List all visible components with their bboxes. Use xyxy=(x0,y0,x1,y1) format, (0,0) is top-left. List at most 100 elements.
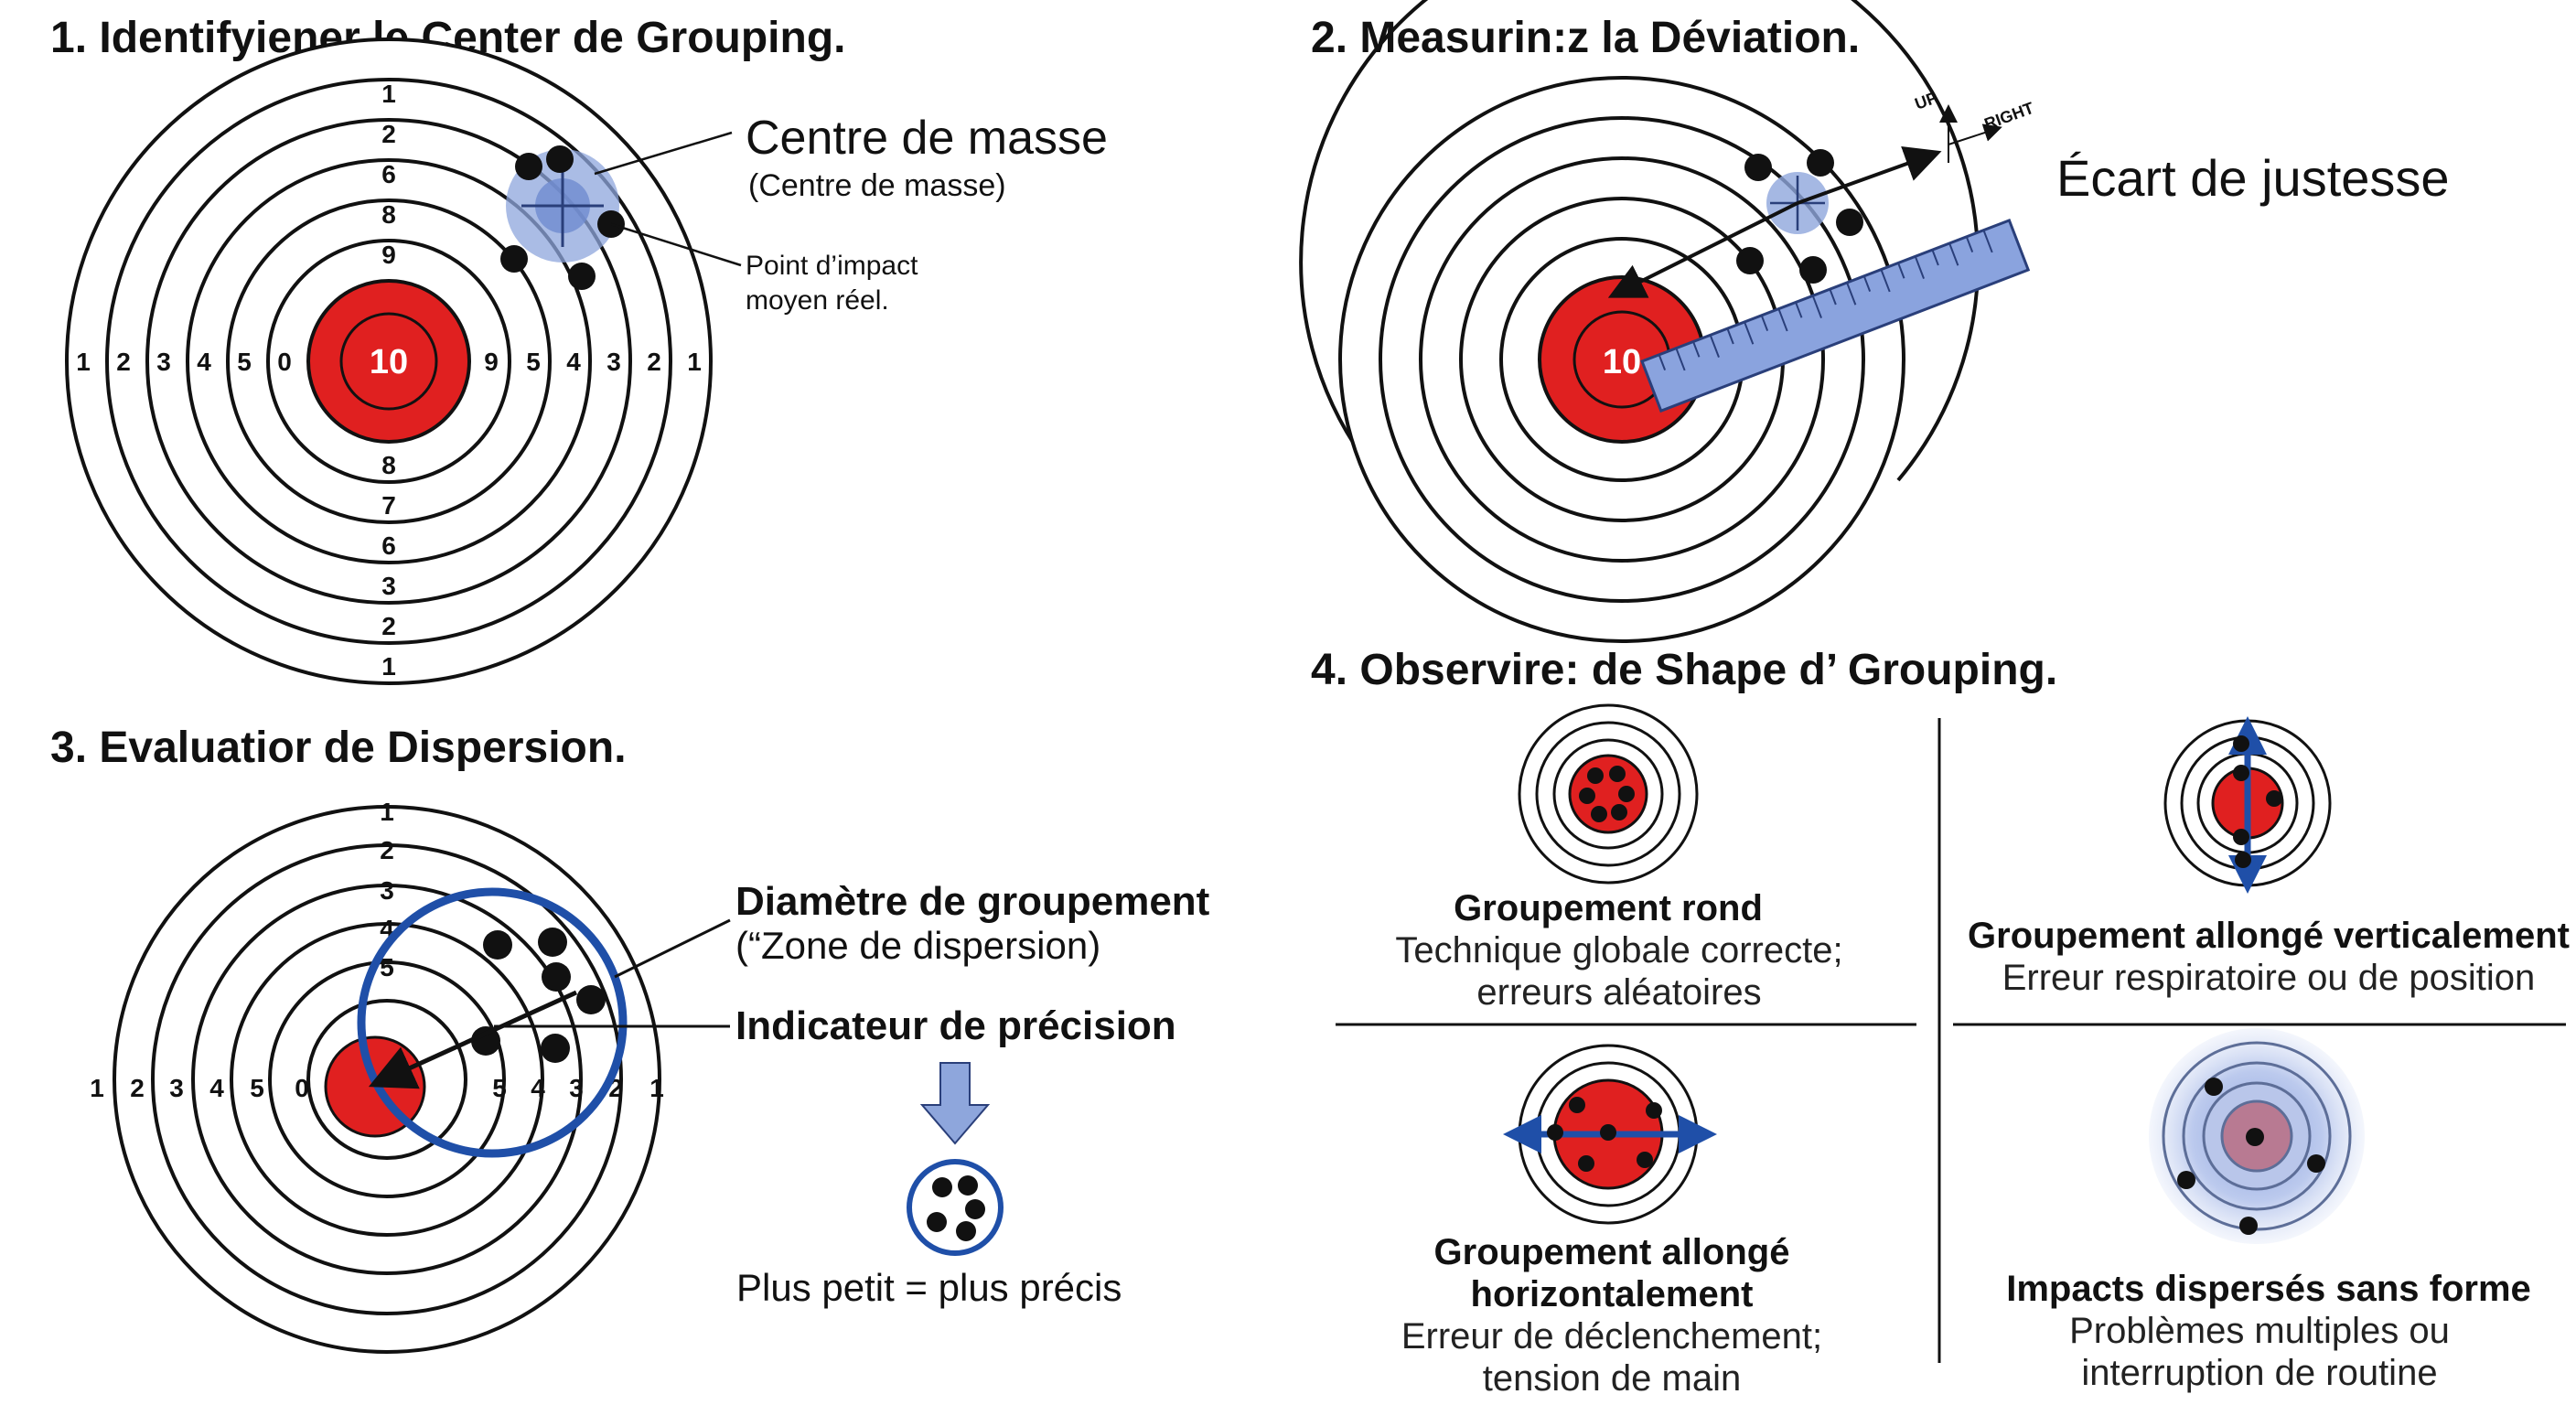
impact-point-label-2: moyen réel. xyxy=(746,285,889,316)
ring-num-bottom-1: 8 xyxy=(381,451,396,479)
center-mass-sublabel: (Centre de masse) xyxy=(748,168,1006,203)
diameter-sublabel: (“Zone de dispersion) xyxy=(735,924,1100,967)
impact-hole xyxy=(1836,209,1863,236)
impact-hole xyxy=(538,928,567,957)
step3-ring-numbers: 1 2 3 4 5 1 2 3 4 5 0 5 4 3 2 1 xyxy=(90,798,664,1102)
round-group-target xyxy=(1518,703,1699,885)
ring-num-right-4: 3 xyxy=(606,348,621,376)
ring-num-top-3: 6 xyxy=(381,160,396,188)
step1-bull-number: 10 xyxy=(370,343,408,381)
panel4-line2: interruption de routine xyxy=(2081,1353,2437,1393)
panel1-line2: erreurs aléatoires xyxy=(1476,972,1761,1013)
impact-hole xyxy=(541,1034,570,1063)
up-label: UP xyxy=(1913,88,1940,113)
ring-num-bottom-5: 2 xyxy=(381,612,396,640)
accuracy-deviation-label: Écart de justesse xyxy=(2056,149,2450,207)
diameter-label: Diamètre de groupement xyxy=(735,879,1210,924)
panel4-line1: Problèmes multiples ou xyxy=(2069,1311,2450,1351)
ring-num-left-3: 3 xyxy=(156,348,171,376)
precision-label: Indicateur de précision xyxy=(735,1003,1176,1048)
deviation-arrow-ext xyxy=(1797,146,1942,205)
impact-hole xyxy=(500,245,528,273)
ring-num-left-2: 2 xyxy=(116,348,131,376)
panel3-line1: Erreur de déclenchement; xyxy=(1401,1316,1822,1357)
step2-bull-number: 10 xyxy=(1603,343,1641,381)
impact-hole xyxy=(1799,256,1827,284)
diameter-leader xyxy=(614,918,731,979)
step1-grouping xyxy=(500,131,742,290)
step2-title: 2. Measurin:z la Déviation. xyxy=(1311,14,1860,62)
ring-num-right-1: 9 xyxy=(484,348,499,376)
ruler-icon xyxy=(1640,218,2031,413)
ring-num-top-2: 2 xyxy=(381,120,396,148)
ring-num-left-1: 1 xyxy=(90,1074,104,1102)
ring-num-top-4: 8 xyxy=(381,200,396,229)
ring-num-top-5: 9 xyxy=(381,241,396,269)
step4-title: 4. Observire: de Shape d’ Grouping. xyxy=(1311,646,2057,694)
impact-hole xyxy=(483,930,512,960)
direction-axes-icon xyxy=(1939,104,2002,163)
impact-hole xyxy=(471,1026,500,1056)
panel2-line1: Erreur respiratoire ou de position xyxy=(2002,958,2536,998)
ring-num-left-2: 2 xyxy=(130,1074,145,1102)
impact-hole xyxy=(515,153,542,180)
ring-num-right-5: 2 xyxy=(647,348,661,376)
ring-num-top-5: 5 xyxy=(380,953,394,981)
step1-target xyxy=(65,38,713,685)
ring-num-top-1: 1 xyxy=(381,80,396,108)
step3-title: 3. Evaluatior de Dispersion. xyxy=(50,724,627,772)
panel4-title: Impacts dispersés sans forme xyxy=(2006,1269,2531,1309)
ring-num-top-1: 1 xyxy=(380,798,394,826)
smaller-precise-label: Plus petit = plus précis xyxy=(736,1266,1122,1309)
ring-num-right-5: 1 xyxy=(649,1074,664,1102)
down-arrow-icon xyxy=(919,1062,991,1145)
horizontal-group-target xyxy=(1503,1044,1717,1225)
ring-num-bottom-3: 6 xyxy=(381,531,396,560)
ring-num-right-2: 5 xyxy=(526,348,541,376)
ring-num-right-3: 4 xyxy=(566,348,581,376)
step3-grouping xyxy=(471,928,606,1063)
precision-arrow xyxy=(368,990,578,1089)
ring-num-left-1: 1 xyxy=(76,348,91,376)
ring-num-top-2: 2 xyxy=(380,836,394,864)
ring-num-bottom-4: 3 xyxy=(381,572,396,600)
step1-ring-numbers: 1 2 6 8 9 8 7 6 3 2 1 1 2 3 4 5 0 9 5 4 … xyxy=(76,80,702,681)
panel3-title2: horizontalement xyxy=(1471,1274,1754,1314)
ring-num-bottom-6: 1 xyxy=(381,652,396,681)
ring-num-left-4: 4 xyxy=(197,348,211,376)
ring-num-left-3: 3 xyxy=(169,1074,184,1102)
ring-num-left-6: 0 xyxy=(295,1074,309,1102)
ring-num-bottom-2: 7 xyxy=(381,491,396,520)
impact-hole xyxy=(542,962,571,992)
impact-hole xyxy=(1807,149,1834,177)
deviation-arrow xyxy=(1607,201,1798,298)
panel2-title: Groupement allongé verticalement xyxy=(1968,916,2570,956)
vertical-group-target xyxy=(2163,716,2332,894)
impact-point-label-1: Point d’impact xyxy=(746,251,918,281)
ring-num-left-4: 4 xyxy=(209,1074,224,1102)
ring-num-left-5: 5 xyxy=(250,1074,264,1102)
step2-grouping xyxy=(1736,149,1863,284)
right-label: RIGHT xyxy=(1982,99,2036,134)
impact-hole xyxy=(1736,247,1764,274)
ring-num-right-6: 1 xyxy=(687,348,702,376)
ring-num-top-3: 3 xyxy=(380,876,394,905)
ring-num-right-3: 3 xyxy=(569,1074,584,1102)
ring-num-left-6: 0 xyxy=(277,348,292,376)
panel1-line1: Technique globale correcte; xyxy=(1395,930,1842,971)
impact-hole xyxy=(546,145,574,173)
panel3-title: Groupement allongé xyxy=(1434,1232,1790,1272)
center-mass-label: Centre de masse xyxy=(746,112,1108,165)
panel3-line2: tension de main xyxy=(1483,1358,1741,1399)
ring-num-left-5: 5 xyxy=(237,348,252,376)
impact-hole xyxy=(568,263,596,290)
ring-num-right-1: 5 xyxy=(492,1074,507,1102)
panel1-title: Groupement rond xyxy=(1454,888,1763,928)
small-group-icon xyxy=(907,1159,1004,1256)
dispersion-circle xyxy=(357,887,628,1158)
ring-num-right-2: 4 xyxy=(531,1074,545,1102)
scattered-group-target xyxy=(2149,1028,2365,1244)
impact-hole xyxy=(1744,154,1772,181)
impact-hole xyxy=(576,985,606,1014)
